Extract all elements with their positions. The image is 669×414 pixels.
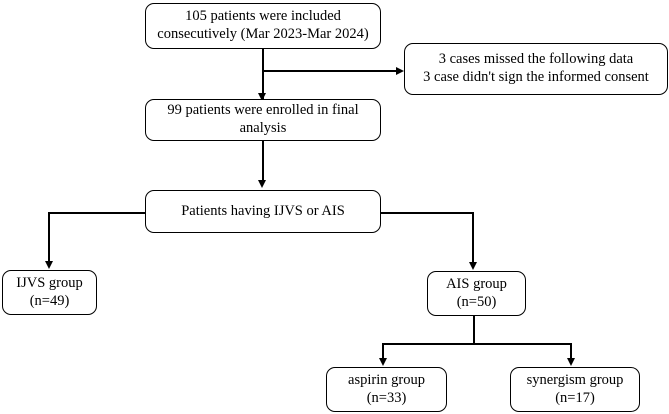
connector-cohort-to-ijvs-vertical xyxy=(48,212,50,262)
connector-cohort-to-ais-horizontal xyxy=(380,212,474,214)
node-included-label: 105 patients were included consecutively… xyxy=(157,8,369,42)
connector-included-to-enrolled xyxy=(262,49,264,102)
arrowhead-down-icon-enrolled xyxy=(258,93,266,101)
node-excluded: 3 cases missed the following data 3 case… xyxy=(404,43,668,95)
node-enrolled-label: 99 patients were enrolled in final analy… xyxy=(167,102,359,136)
node-ais-group-label: AIS group (n=50) xyxy=(446,275,507,310)
node-aspirin-group-label: aspirin group (n=33) xyxy=(348,371,425,406)
arrowhead-down-icon-aspirin xyxy=(378,358,387,366)
node-synergism-group-label: synergism group (n=17) xyxy=(526,371,624,406)
connector-cohort-to-ijvs-horizontal xyxy=(49,212,146,214)
node-ais-group: AIS group (n=50) xyxy=(427,271,526,316)
arrowhead-down-icon-cohort xyxy=(258,180,266,188)
connector-enrolled-to-cohort xyxy=(262,141,264,182)
arrowhead-right-icon-excluded xyxy=(396,66,404,75)
node-aspirin-group: aspirin group (n=33) xyxy=(326,367,447,412)
connector-included-to-excluded xyxy=(262,70,396,72)
node-ijvs-group: IJVS group (n=49) xyxy=(2,270,97,315)
node-included: 105 patients were included consecutively… xyxy=(145,3,381,49)
node-synergism-group: synergism group (n=17) xyxy=(510,367,640,412)
node-excluded-label: 3 cases missed the following data 3 case… xyxy=(423,51,649,85)
node-cohort: Patients having IJVS or AIS xyxy=(145,190,381,233)
connector-ais-stem xyxy=(473,316,475,344)
arrowhead-down-icon-synergism xyxy=(566,358,575,366)
node-ijvs-group-label: IJVS group (n=49) xyxy=(16,274,83,309)
connector-ais-split-bar xyxy=(382,343,572,345)
arrowhead-down-icon-ais xyxy=(468,262,477,270)
connector-cohort-to-ais-vertical xyxy=(472,212,474,263)
connector-ais-to-aspirin xyxy=(382,343,384,359)
arrowhead-down-icon-ijvs xyxy=(44,261,53,269)
node-enrolled: 99 patients were enrolled in final analy… xyxy=(145,99,381,141)
node-cohort-label: Patients having IJVS or AIS xyxy=(181,202,345,219)
connector-ais-to-synergism xyxy=(570,343,572,359)
